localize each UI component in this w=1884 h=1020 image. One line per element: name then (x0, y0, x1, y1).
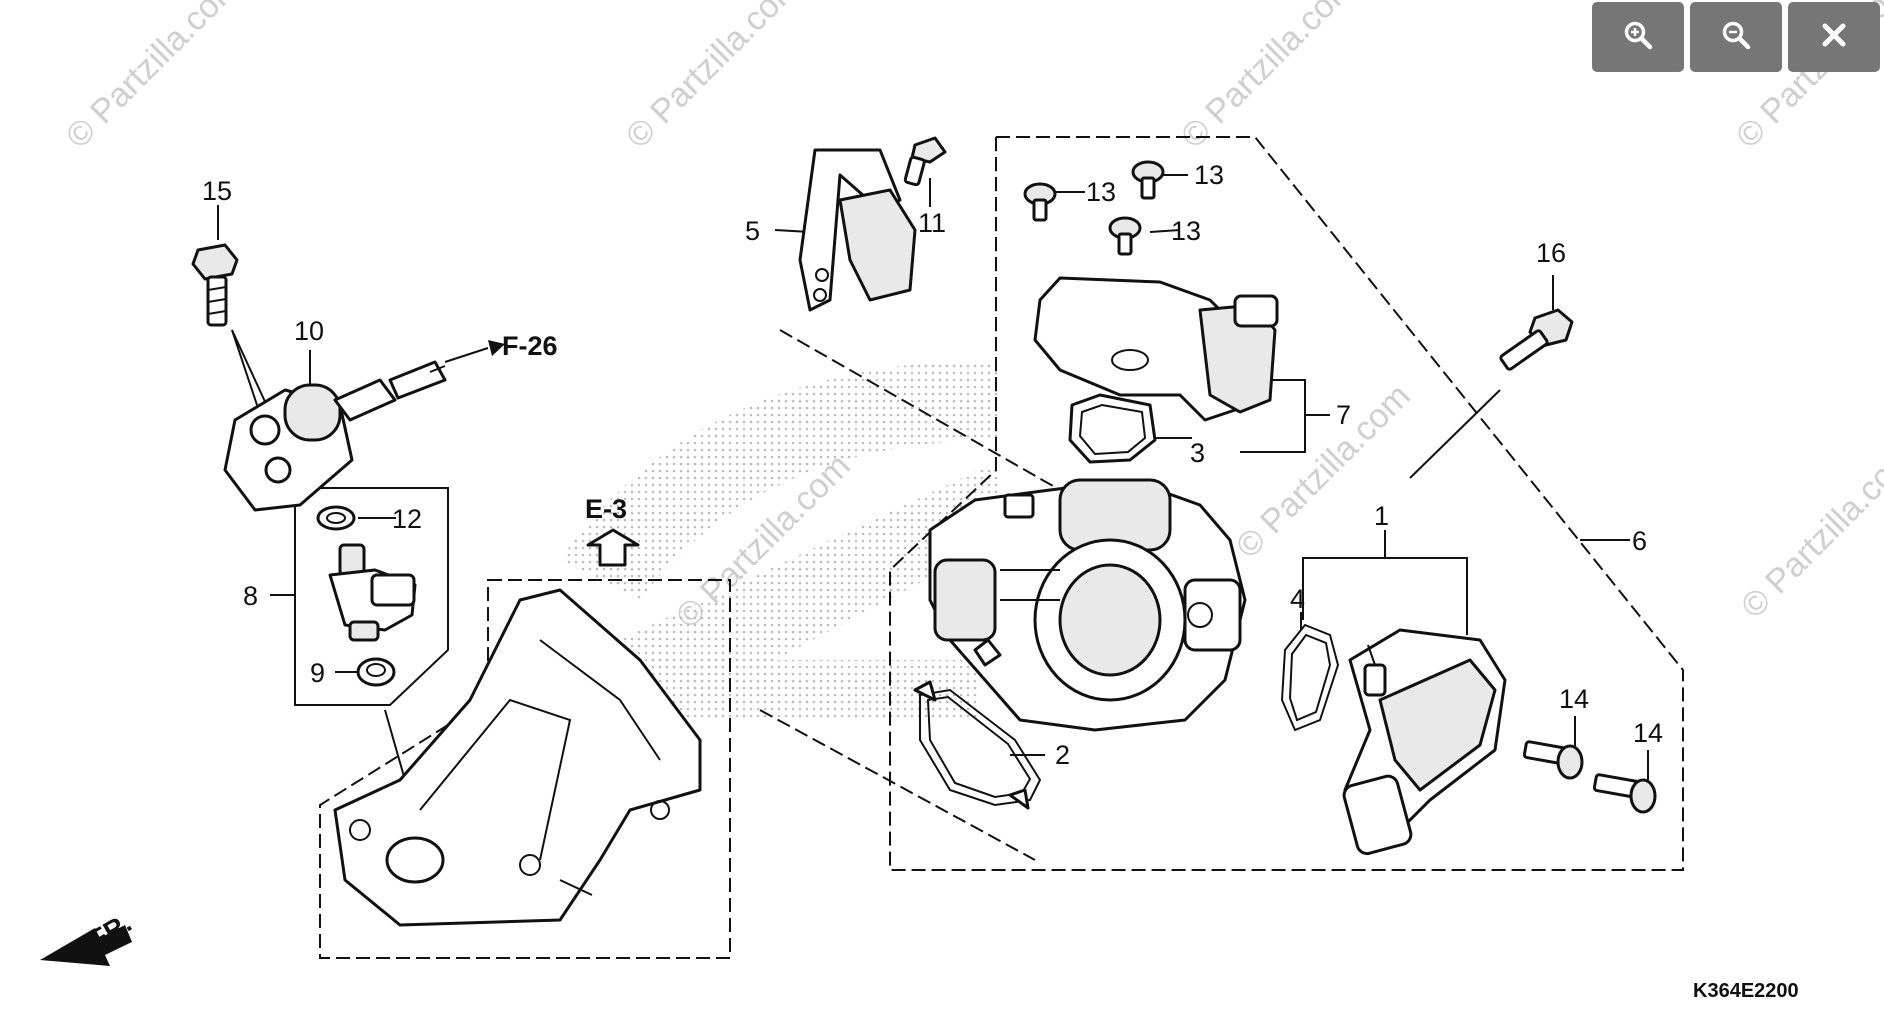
callout-10: 10 (294, 316, 324, 346)
callout-7: 7 (1336, 400, 1351, 430)
callout-2: 2 (1055, 740, 1070, 770)
zoom-in-button[interactable] (1592, 2, 1684, 72)
watermark-text: © Partzilla.com (1174, 0, 1363, 156)
watermark-text: © Partzilla.com (619, 0, 808, 156)
callout-5: 5 (745, 216, 760, 246)
part-10-joint (223, 360, 447, 512)
close-button[interactable] (1788, 2, 1880, 72)
part-15-bolt (191, 243, 239, 327)
zoom-in-icon (1623, 20, 1653, 55)
intake-manifold (333, 588, 702, 927)
e3-arrow (586, 528, 640, 567)
part-1-sensor (1342, 628, 1507, 856)
callout-6: 6 (1632, 526, 1647, 556)
part-11-bolt (903, 136, 947, 187)
watermark-text: © Partzilla.com (59, 0, 248, 156)
callout-8: 8 (243, 581, 258, 611)
throttle-body (928, 478, 1247, 732)
callout-14b: 14 (1633, 718, 1663, 748)
part-9-seal (356, 657, 396, 687)
part-2-gasket (913, 680, 1042, 810)
group-outlines (270, 136, 1684, 959)
f26-arrow (444, 340, 505, 363)
part-3-gasket (1068, 393, 1157, 464)
front-arrow (40, 925, 132, 966)
callout-4: 4 (1290, 584, 1305, 614)
callouts: 1 2 3 4 5 6 7 8 9 10 11 12 13 13 13 14 1… (202, 160, 1663, 770)
part-12-ring (316, 505, 356, 531)
leader-lines (217, 174, 1649, 816)
part-13-screws (1023, 160, 1165, 256)
callout-1: 1 (1374, 501, 1389, 531)
callout-15: 15 (202, 176, 232, 206)
callout-12: 12 (392, 504, 422, 534)
callout-11: 11 (918, 208, 946, 238)
ref-f26: F-26 (502, 331, 558, 361)
watermark-text: © Partzilla.com (1734, 437, 1884, 626)
part-4-gasket (1280, 623, 1340, 732)
part-16-bolt (1499, 308, 1574, 371)
callout-13c: 13 (1171, 216, 1201, 246)
callout-14a: 14 (1559, 684, 1589, 714)
viewer-toolbar (1592, 2, 1880, 72)
close-icon (1820, 21, 1848, 54)
callout-13b: 13 (1194, 160, 1224, 190)
callout-16: 16 (1536, 238, 1566, 268)
part-14-bolts (1522, 740, 1657, 814)
diagram-code: K364E2200 (1693, 980, 1799, 1002)
part-8-injector (328, 543, 417, 642)
callout-9: 9 (310, 658, 325, 688)
zoom-out-icon (1721, 20, 1751, 55)
callout-3: 3 (1190, 438, 1205, 468)
part-7-sensor-unit (1033, 276, 1279, 422)
callout-13a: 13 (1086, 177, 1116, 207)
ref-e3: E-3 (585, 494, 627, 524)
zoom-out-button[interactable] (1690, 2, 1782, 72)
part-5-bracket (798, 148, 917, 312)
